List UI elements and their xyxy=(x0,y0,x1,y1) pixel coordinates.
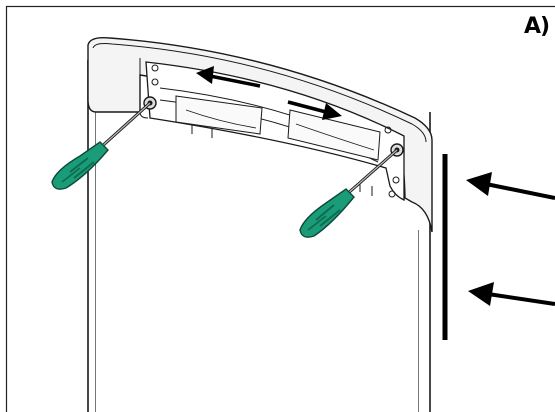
panel-label: A) xyxy=(524,14,550,39)
push-arrow-upper-icon xyxy=(466,172,555,200)
screwdriver-right-icon xyxy=(299,148,398,238)
arrow-right-icon xyxy=(287,100,342,120)
arrow-left-icon xyxy=(196,66,261,88)
screwdriver-left-icon xyxy=(51,101,152,190)
figure-border xyxy=(5,5,555,412)
push-arrow-lower-icon xyxy=(468,282,555,306)
mounting-bracket xyxy=(145,61,405,202)
